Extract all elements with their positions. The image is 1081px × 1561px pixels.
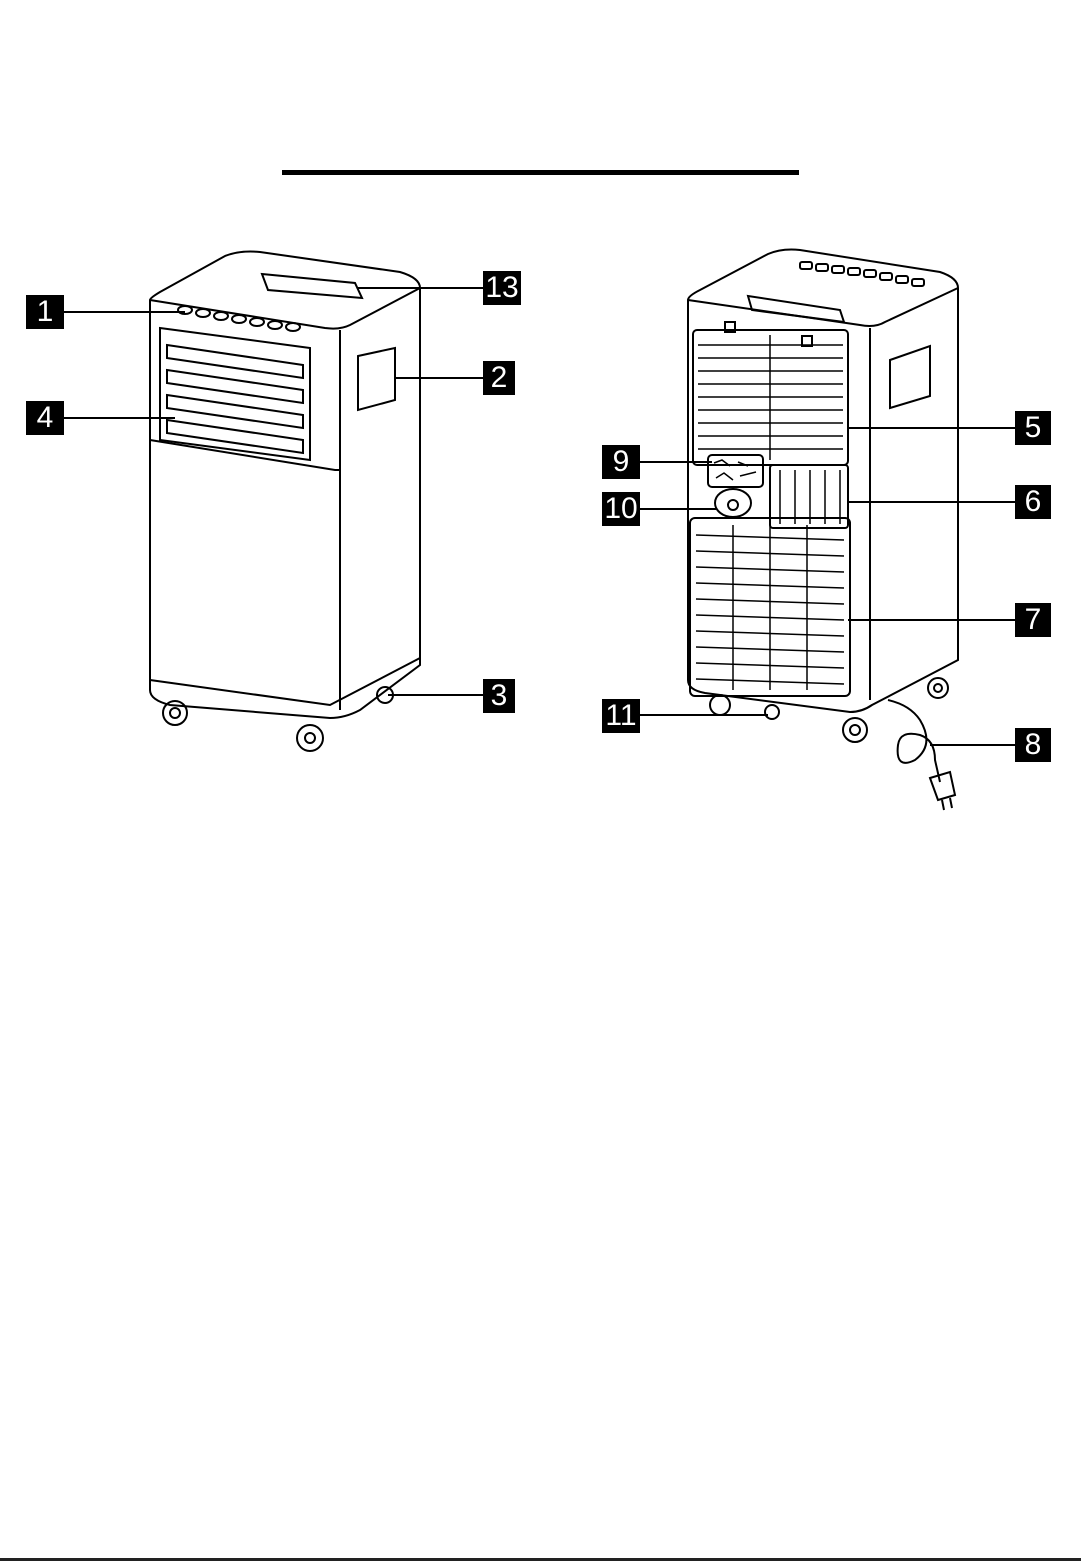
rear-power-plug bbox=[930, 772, 955, 800]
rear-socket-panel bbox=[708, 455, 763, 487]
rear-socket-symbols bbox=[714, 460, 756, 480]
callout-7: 7 bbox=[1015, 603, 1051, 637]
rear-drain-cap bbox=[765, 705, 779, 719]
callout-10: 10 bbox=[602, 492, 640, 526]
front-view-unit bbox=[64, 252, 483, 752]
callout-4: 4 bbox=[26, 401, 64, 435]
front-control-buttons bbox=[178, 306, 300, 331]
callout-8: 8 bbox=[1015, 728, 1051, 762]
callout-1: 1 bbox=[26, 295, 64, 329]
front-bottom-trim bbox=[150, 658, 420, 705]
front-top-handle bbox=[262, 274, 362, 298]
front-wheels bbox=[163, 687, 393, 751]
callout-6: 6 bbox=[1015, 485, 1051, 519]
front-louvers bbox=[167, 345, 303, 453]
rear-top-handle bbox=[748, 296, 844, 322]
front-side-handle bbox=[358, 348, 395, 410]
rear-power-cord bbox=[888, 700, 940, 782]
rear-upper-grille-slats bbox=[698, 335, 843, 460]
callout-3: 3 bbox=[483, 679, 515, 713]
rear-lower-grille-slats bbox=[696, 525, 844, 690]
callout-11: 11 bbox=[602, 699, 640, 733]
callout-5: 5 bbox=[1015, 411, 1051, 445]
rear-drain-knob bbox=[715, 489, 751, 517]
callout-2: 2 bbox=[483, 361, 515, 395]
rear-filter-slats bbox=[780, 470, 840, 524]
rear-view-unit bbox=[640, 250, 1015, 811]
callout-9: 9 bbox=[602, 445, 640, 479]
callout-13: 13 bbox=[483, 271, 521, 305]
rear-side-handle bbox=[890, 346, 930, 408]
